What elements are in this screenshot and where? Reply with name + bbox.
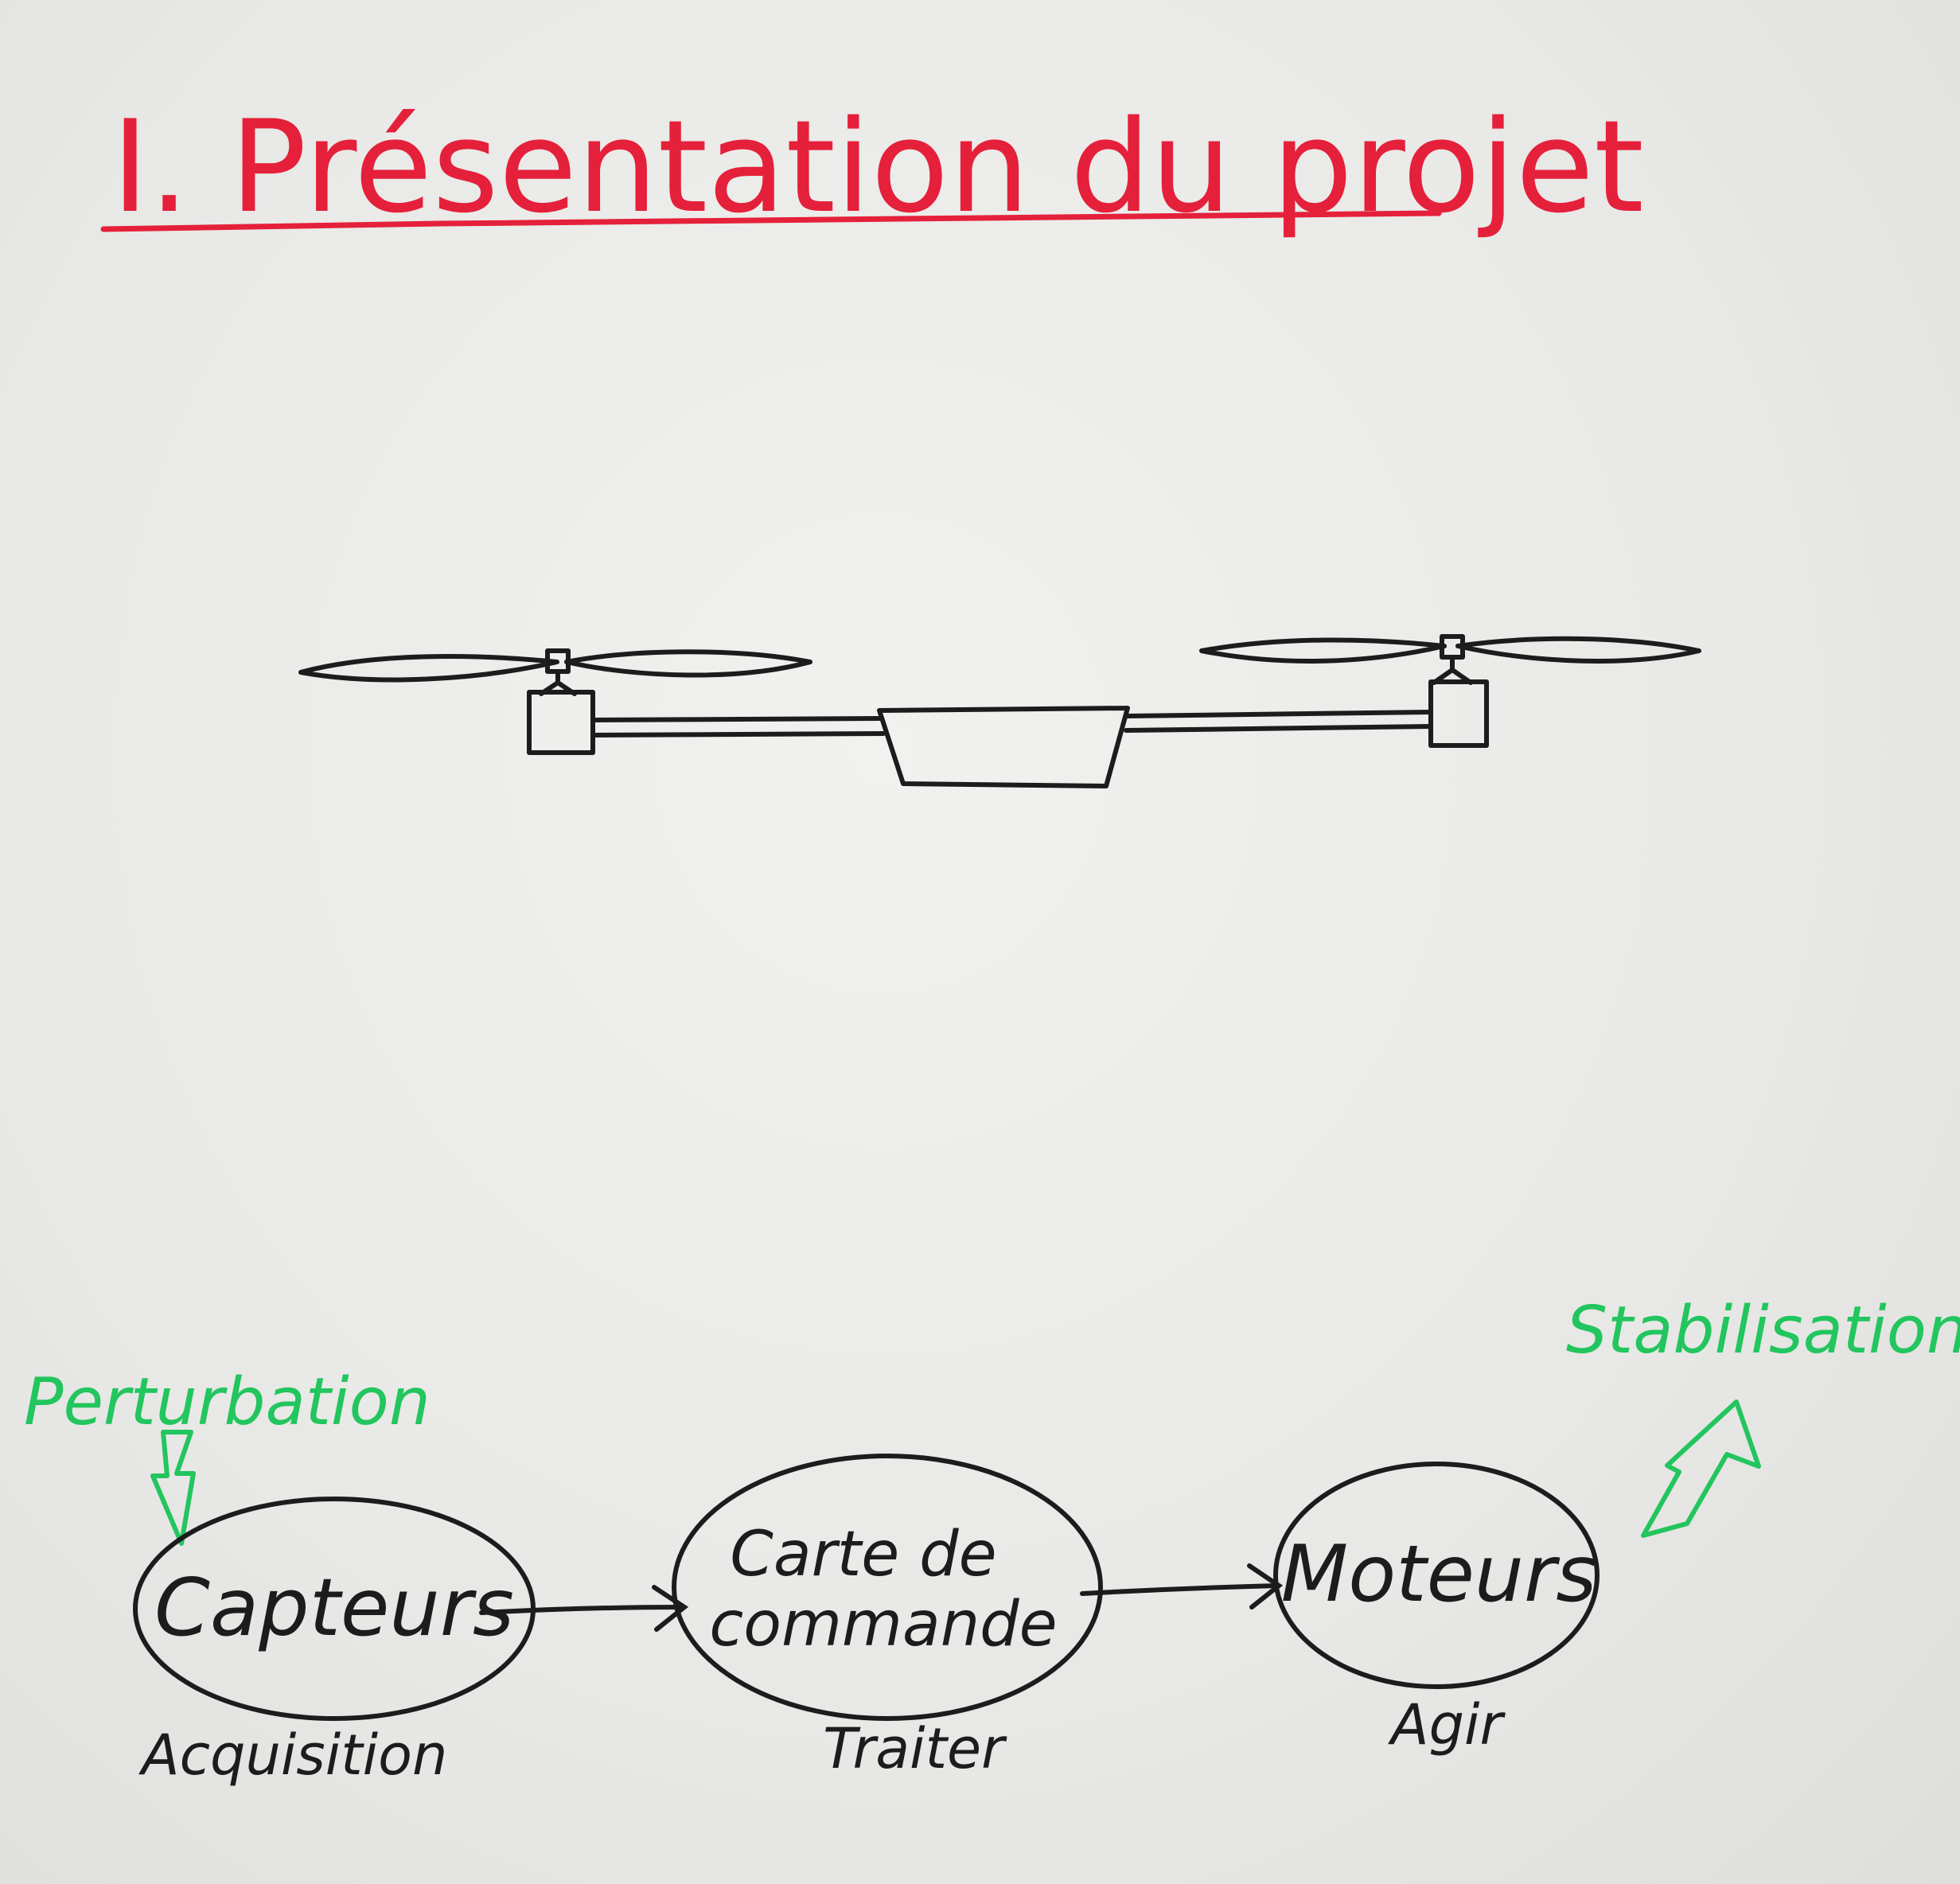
right-arm: [1124, 710, 1433, 733]
left-propeller-blade-right: [564, 649, 812, 678]
block-carte-text-line-1: Carte de: [730, 1519, 996, 1590]
right-motor: [1428, 679, 1489, 748]
left-motor: [527, 690, 595, 755]
block-capteurs-text: Capteurs: [154, 1561, 514, 1654]
block-carte-text-line-2: commande: [709, 1589, 1057, 1660]
block-moteurs-outline: [1273, 1462, 1600, 1689]
lightning-bolt-icon: [150, 1430, 196, 1546]
arrow-carte-to-moteurs: [1080, 1563, 1284, 1610]
perturbation-label: Perturbation: [24, 1364, 431, 1440]
arrow-capteurs-to-carte: [479, 1585, 689, 1632]
drone-sketch: [298, 634, 1701, 788]
title-underline: [100, 210, 1442, 232]
stabilisation-label: Stabilisation: [1566, 1293, 1960, 1368]
right-propeller-blade-right: [1455, 636, 1701, 664]
block-moteurs-text: Moteurs: [1281, 1529, 1597, 1620]
drone-body: [877, 706, 1130, 788]
arrow-up-right-icon: [1641, 1399, 1761, 1538]
block-moteurs: Moteurs Agir: [1273, 1462, 1600, 1757]
block-moteurs-caption: Agir: [1388, 1692, 1506, 1757]
block-capteurs: Capteurs Acquisition: [133, 1497, 536, 1788]
block-capteurs-caption: Acquisition: [138, 1722, 448, 1788]
block-carte-outline: [672, 1454, 1103, 1721]
block-carte-de-commande: Carte de commande Traiter: [672, 1454, 1103, 1781]
left-propeller-blade-left: [298, 654, 559, 683]
right-propeller-blade-left: [1199, 637, 1447, 664]
block-carte-caption: Traiter: [823, 1716, 1007, 1781]
left-arm: [590, 716, 886, 738]
right-propeller-mount: [1432, 655, 1473, 685]
